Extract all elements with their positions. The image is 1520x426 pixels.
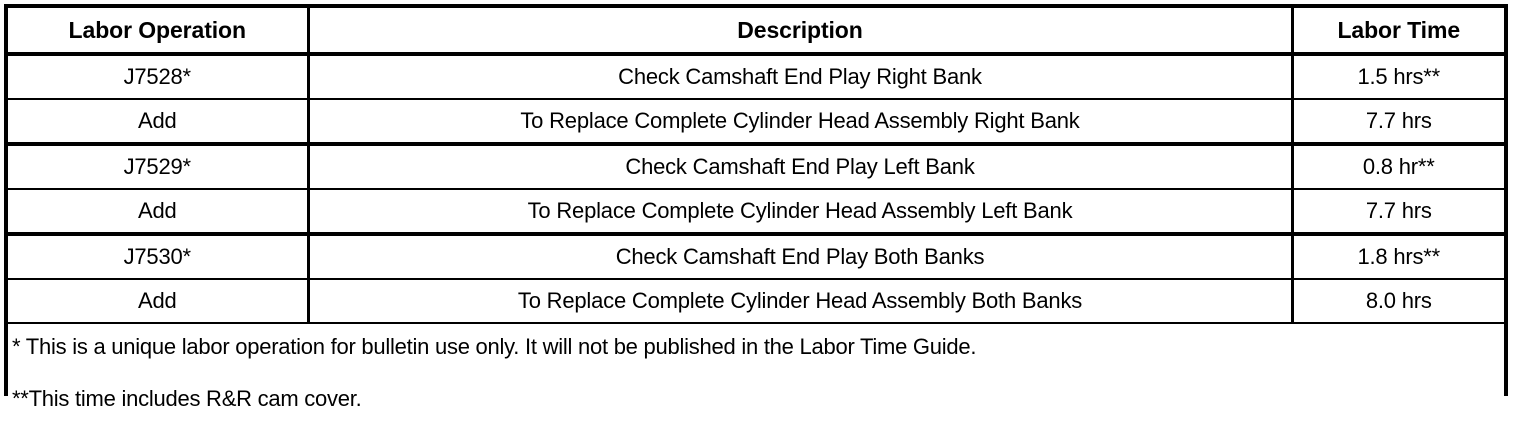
cell-description: To Replace Complete Cylinder Head Assemb…	[308, 99, 1294, 146]
cell-labor-time: 0.8 hr**	[1292, 144, 1504, 190]
cell-labor-time: 8.0 hrs	[1292, 279, 1504, 324]
table-row: J7530* Check Camshaft End Play Both Bank…	[8, 234, 1504, 280]
cell-labor-operation: J7530*	[8, 234, 310, 280]
cell-labor-operation: J7529*	[8, 144, 310, 190]
cell-description: To Replace Complete Cylinder Head Assemb…	[308, 279, 1294, 324]
table-row: J7529* Check Camshaft End Play Left Bank…	[8, 144, 1504, 190]
cell-labor-time: 1.5 hrs**	[1292, 54, 1504, 100]
cell-labor-time: 1.8 hrs**	[1292, 234, 1504, 280]
cell-description: Check Camshaft End Play Left Bank	[308, 144, 1294, 190]
column-header-description: Description	[308, 8, 1294, 56]
cell-description: To Replace Complete Cylinder Head Assemb…	[308, 189, 1294, 236]
table-header-row: Labor Operation Description Labor Time	[8, 8, 1504, 56]
cell-labor-operation: Add	[8, 189, 310, 236]
cell-labor-time: 7.7 hrs	[1292, 189, 1504, 236]
column-header-labor-time: Labor Time	[1292, 8, 1504, 56]
footnote-asterisk: * This is a unique labor operation for b…	[12, 334, 977, 359]
cell-labor-operation: J7528*	[8, 54, 310, 100]
footnote-cell: * This is a unique labor operation for b…	[8, 323, 1504, 426]
table-row: Add To Replace Complete Cylinder Head As…	[8, 189, 1504, 236]
table-row: J7528* Check Camshaft End Play Right Ban…	[8, 54, 1504, 100]
cell-description: Check Camshaft End Play Both Banks	[308, 234, 1294, 280]
cell-labor-time: 7.7 hrs	[1292, 99, 1504, 146]
cell-labor-operation: Add	[8, 279, 310, 324]
footnote-double-asterisk: **This time includes R&R cam cover.	[12, 386, 362, 411]
cell-description: Check Camshaft End Play Right Bank	[308, 54, 1294, 100]
footnote-spacer	[12, 360, 1504, 386]
labor-operation-table: Labor Operation Description Labor Time J…	[8, 8, 1504, 426]
column-header-labor-operation: Labor Operation	[8, 8, 310, 56]
table-row: Add To Replace Complete Cylinder Head As…	[8, 99, 1504, 146]
table-row: Add To Replace Complete Cylinder Head As…	[8, 279, 1504, 324]
table-footnote-row: * This is a unique labor operation for b…	[8, 323, 1504, 426]
labor-operation-table-frame: Labor Operation Description Labor Time J…	[4, 4, 1508, 426]
cell-labor-operation: Add	[8, 99, 310, 146]
